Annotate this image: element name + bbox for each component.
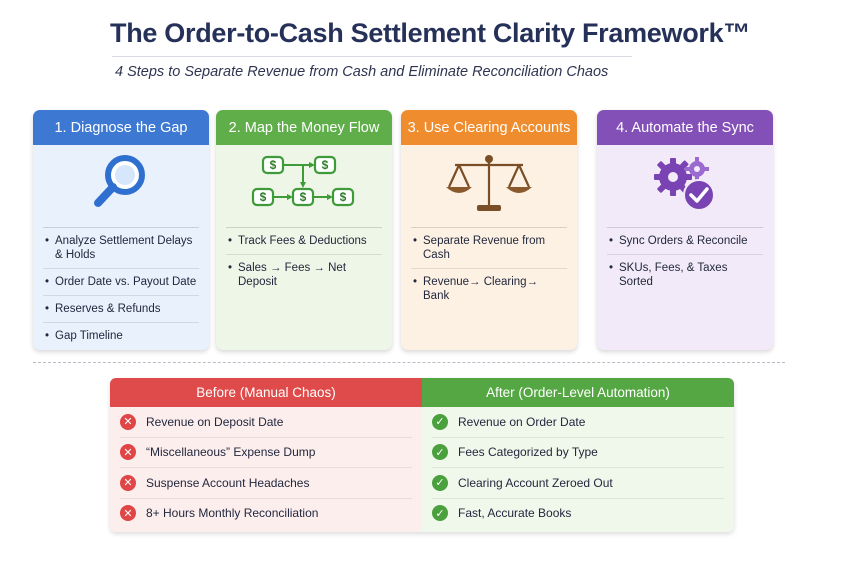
row-text: 8+ Hours Monthly Reconciliation	[146, 506, 319, 521]
balance-scale-icon	[401, 145, 577, 221]
svg-text:$: $	[322, 158, 329, 172]
list-item: Track Fees & Deductions	[226, 228, 382, 255]
svg-text:$: $	[300, 190, 307, 204]
step-card-automate: 4. Automate the Sync	[597, 110, 773, 350]
check-circle-icon: ✓	[432, 413, 448, 430]
row-text: Suspense Account Headaches	[146, 475, 310, 490]
step-card-list: Sync Orders & Reconcile SKUs, Fees, & Ta…	[597, 228, 773, 295]
step-card-clearing: 3. Use Clearing Accounts Separate Revenu…	[401, 110, 577, 350]
row-text: Revenue on Order Date	[458, 414, 586, 429]
svg-text:$: $	[340, 190, 347, 204]
page-subtitle: 4 Steps to Separate Revenue from Cash an…	[115, 64, 609, 80]
table-row: ✓ Clearing Account Zeroed Out	[432, 468, 724, 499]
table-row: ✕ 8+ Hours Monthly Reconciliation	[120, 499, 412, 529]
row-text: “Miscellaneous” Expense Dump	[146, 445, 316, 460]
check-circle-icon: ✓	[432, 474, 448, 491]
table-row: ✓ Fees Categorized by Type	[432, 438, 724, 468]
comparison-table: Before (Manual Chaos) ✕ Revenue on Depos…	[110, 378, 734, 532]
step-card-list: Analyze Settlement Delays & Holds Order …	[33, 228, 209, 349]
step-card-header: 3. Use Clearing Accounts	[401, 110, 577, 145]
section-divider	[33, 362, 785, 363]
step-card-header: 2. Map the Money Flow	[216, 110, 392, 145]
after-column: After (Order-Level Automation) ✓ Revenue…	[422, 378, 734, 532]
step-card-header: 4. Automate the Sync	[597, 110, 773, 145]
list-item: Gap Timeline	[43, 323, 199, 349]
subtitle-divider	[112, 56, 632, 57]
list-item: Reserves & Refunds	[43, 296, 199, 323]
list-item: Order Date vs. Payout Date	[43, 269, 199, 296]
gears-check-icon	[597, 145, 773, 221]
step-card-money-flow: 2. Map the Money Flow $ $ $ $ $	[216, 110, 392, 350]
step-card-list: Separate Revenue from Cash Revenue→ Clea…	[401, 228, 577, 309]
table-row: ✕ Revenue on Deposit Date	[120, 407, 412, 438]
list-item: SKUs, Fees, & Taxes Sorted	[607, 255, 763, 295]
page-title: The Order-to-Cash Settlement Clarity Fra…	[110, 18, 751, 48]
row-text: Fees Categorized by Type	[458, 445, 598, 460]
row-text: Fast, Accurate Books	[458, 506, 572, 521]
table-row: ✕ Suspense Account Headaches	[120, 468, 412, 499]
list-item: Analyze Settlement Delays & Holds	[43, 228, 199, 269]
row-text: Clearing Account Zeroed Out	[458, 475, 613, 490]
svg-text:$: $	[260, 190, 267, 204]
before-column: Before (Manual Chaos) ✕ Revenue on Depos…	[110, 378, 422, 532]
table-row: ✓ Fast, Accurate Books	[432, 499, 724, 529]
list-item: Sync Orders & Reconcile	[607, 228, 763, 255]
row-text: Revenue on Deposit Date	[146, 414, 284, 429]
list-item: Revenue→ Clearing→ Bank	[411, 269, 567, 309]
list-item: Separate Revenue from Cash	[411, 228, 567, 269]
x-circle-icon: ✕	[120, 413, 136, 430]
step-card-header: 1. Diagnose the Gap	[33, 110, 209, 145]
check-circle-icon: ✓	[432, 444, 448, 461]
list-item: Sales → Fees → Net Deposit	[226, 255, 382, 295]
table-row: ✓ Revenue on Order Date	[432, 407, 724, 438]
step-card-list: Track Fees & Deductions Sales → Fees → N…	[216, 228, 392, 295]
x-circle-icon: ✕	[120, 505, 136, 522]
money-flow-icon: $ $ $ $ $	[216, 145, 392, 221]
check-circle-icon: ✓	[432, 505, 448, 522]
after-header: After (Order-Level Automation)	[422, 378, 734, 407]
svg-text:$: $	[270, 158, 277, 172]
table-row: ✕ “Miscellaneous” Expense Dump	[120, 438, 412, 468]
step-card-diagnose: 1. Diagnose the Gap Analyze Settlement D…	[33, 110, 209, 350]
before-header: Before (Manual Chaos)	[110, 378, 422, 407]
x-circle-icon: ✕	[120, 444, 136, 461]
x-circle-icon: ✕	[120, 474, 136, 491]
magnifier-icon	[33, 145, 209, 221]
